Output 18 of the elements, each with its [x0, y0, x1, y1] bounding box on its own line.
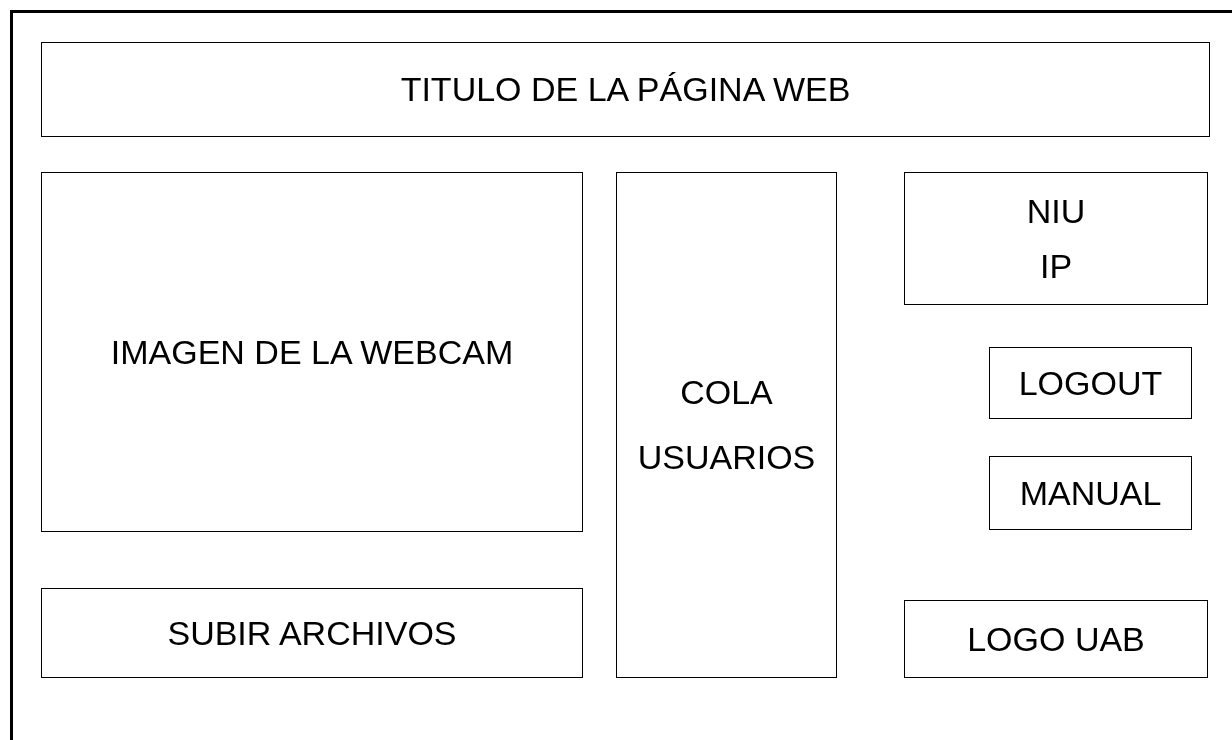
- title-bar: [41, 42, 1210, 137]
- page-frame: [10, 10, 1232, 740]
- image-panel: [41, 172, 583, 532]
- info-label: NIU: [1026, 190, 1086, 232]
- upload-panel: [41, 588, 583, 678]
- user-info-panel: [904, 172, 1208, 305]
- button-label: LOGOUT: [1018, 362, 1163, 404]
- logout-button: [989, 347, 1192, 419]
- content-panel: [904, 600, 1208, 678]
- queue-panel: [616, 172, 837, 678]
- panel-label: SUBIR ARCHIVOS: [167, 612, 457, 654]
- info-label: IP: [1039, 245, 1073, 287]
- manual-button: [989, 456, 1192, 530]
- panel-label: COLA USUARIOS: [637, 372, 816, 478]
- page-title: TITULO DE LA PÁGINA WEB: [400, 69, 851, 110]
- button-label: MANUAL: [1019, 472, 1162, 514]
- panel-label: IMAGEN DE LA WEBCAM: [110, 331, 514, 373]
- panel-label: LOGO UAB: [967, 618, 1145, 660]
